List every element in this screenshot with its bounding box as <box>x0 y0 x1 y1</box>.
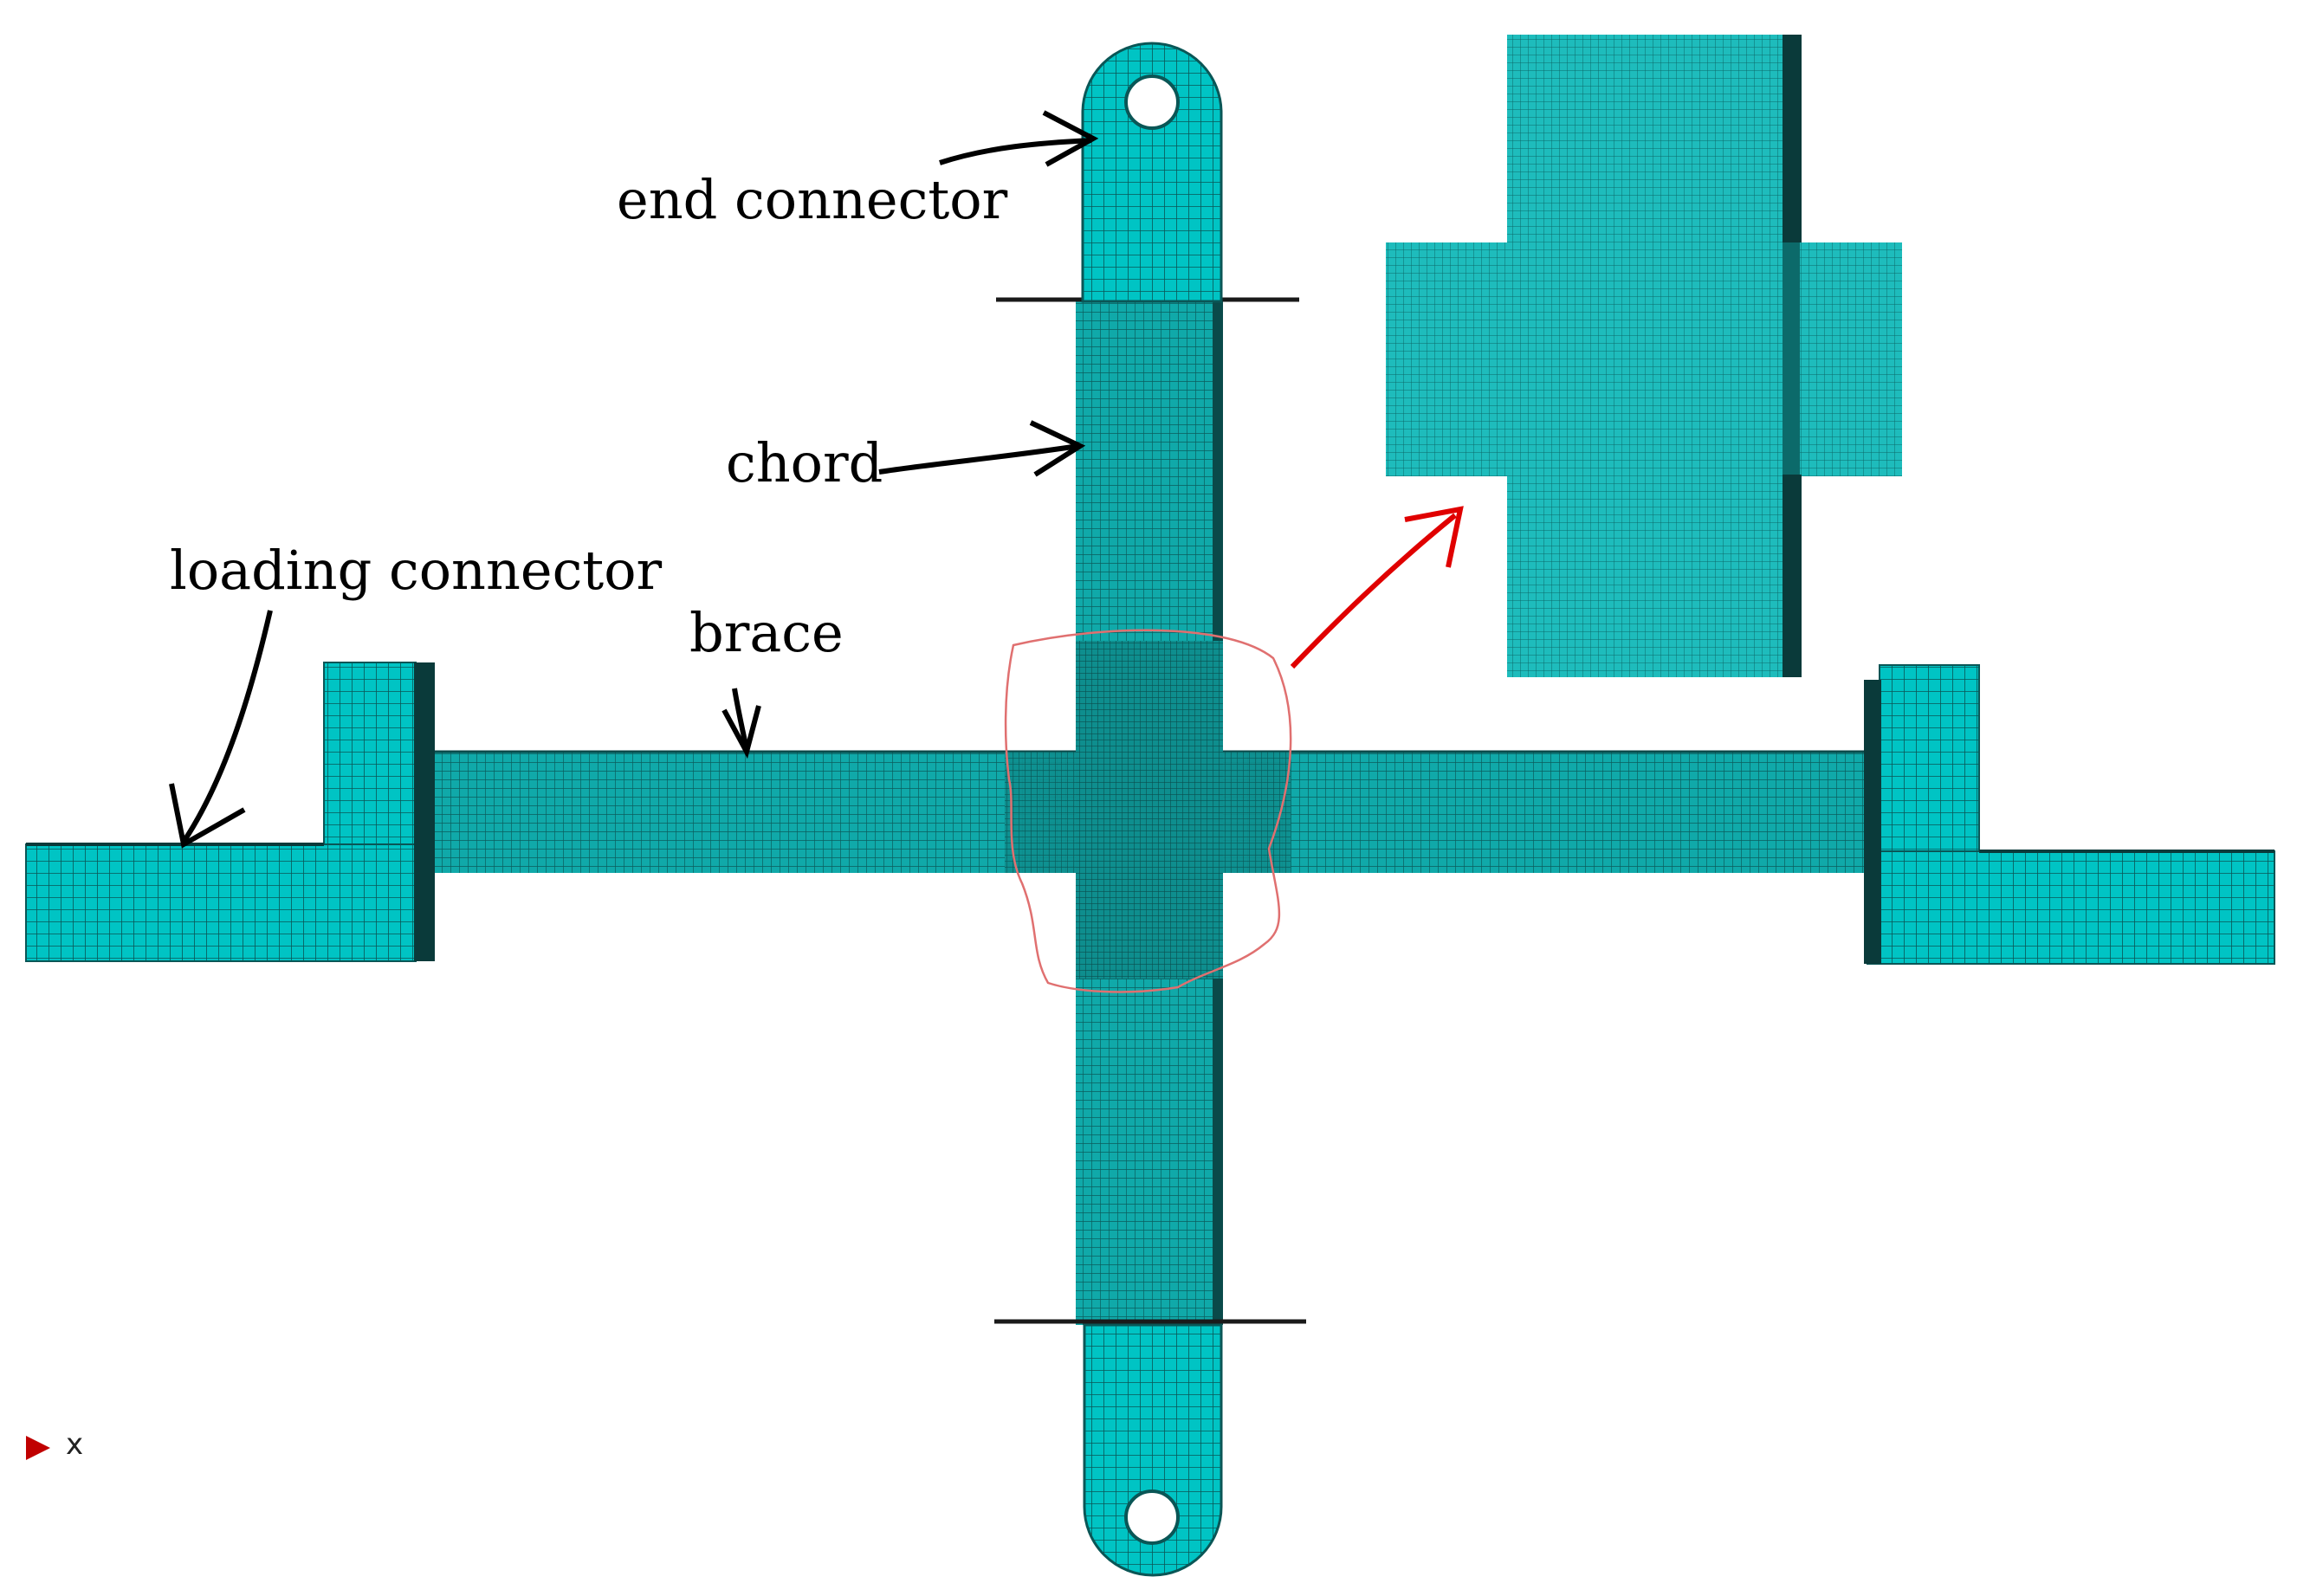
end-connector-top <box>1081 42 1223 303</box>
end-connector-bottom <box>1083 1323 1223 1577</box>
loading-connector-arrow <box>169 610 273 849</box>
end-connector-label: end connector <box>617 168 1008 231</box>
axis-x-label: x <box>66 1427 84 1462</box>
loading-connector-label: loading connector <box>170 539 663 602</box>
joint-brace-dense-mesh <box>1005 752 1291 873</box>
joint-highlight-outline <box>1004 629 1292 993</box>
brace-arrow <box>721 688 761 759</box>
brace-label: brace <box>689 601 844 664</box>
loading-connector-left <box>25 662 435 962</box>
joint-zoom-inset <box>1386 35 1902 677</box>
callout-arrow <box>1290 506 1464 669</box>
axis-triad <box>26 1436 50 1460</box>
chord-arrow <box>878 420 1086 477</box>
chord-label: chord <box>726 431 883 494</box>
loading-connector-right <box>1864 664 2275 965</box>
end-connector-arrow <box>939 110 1099 167</box>
